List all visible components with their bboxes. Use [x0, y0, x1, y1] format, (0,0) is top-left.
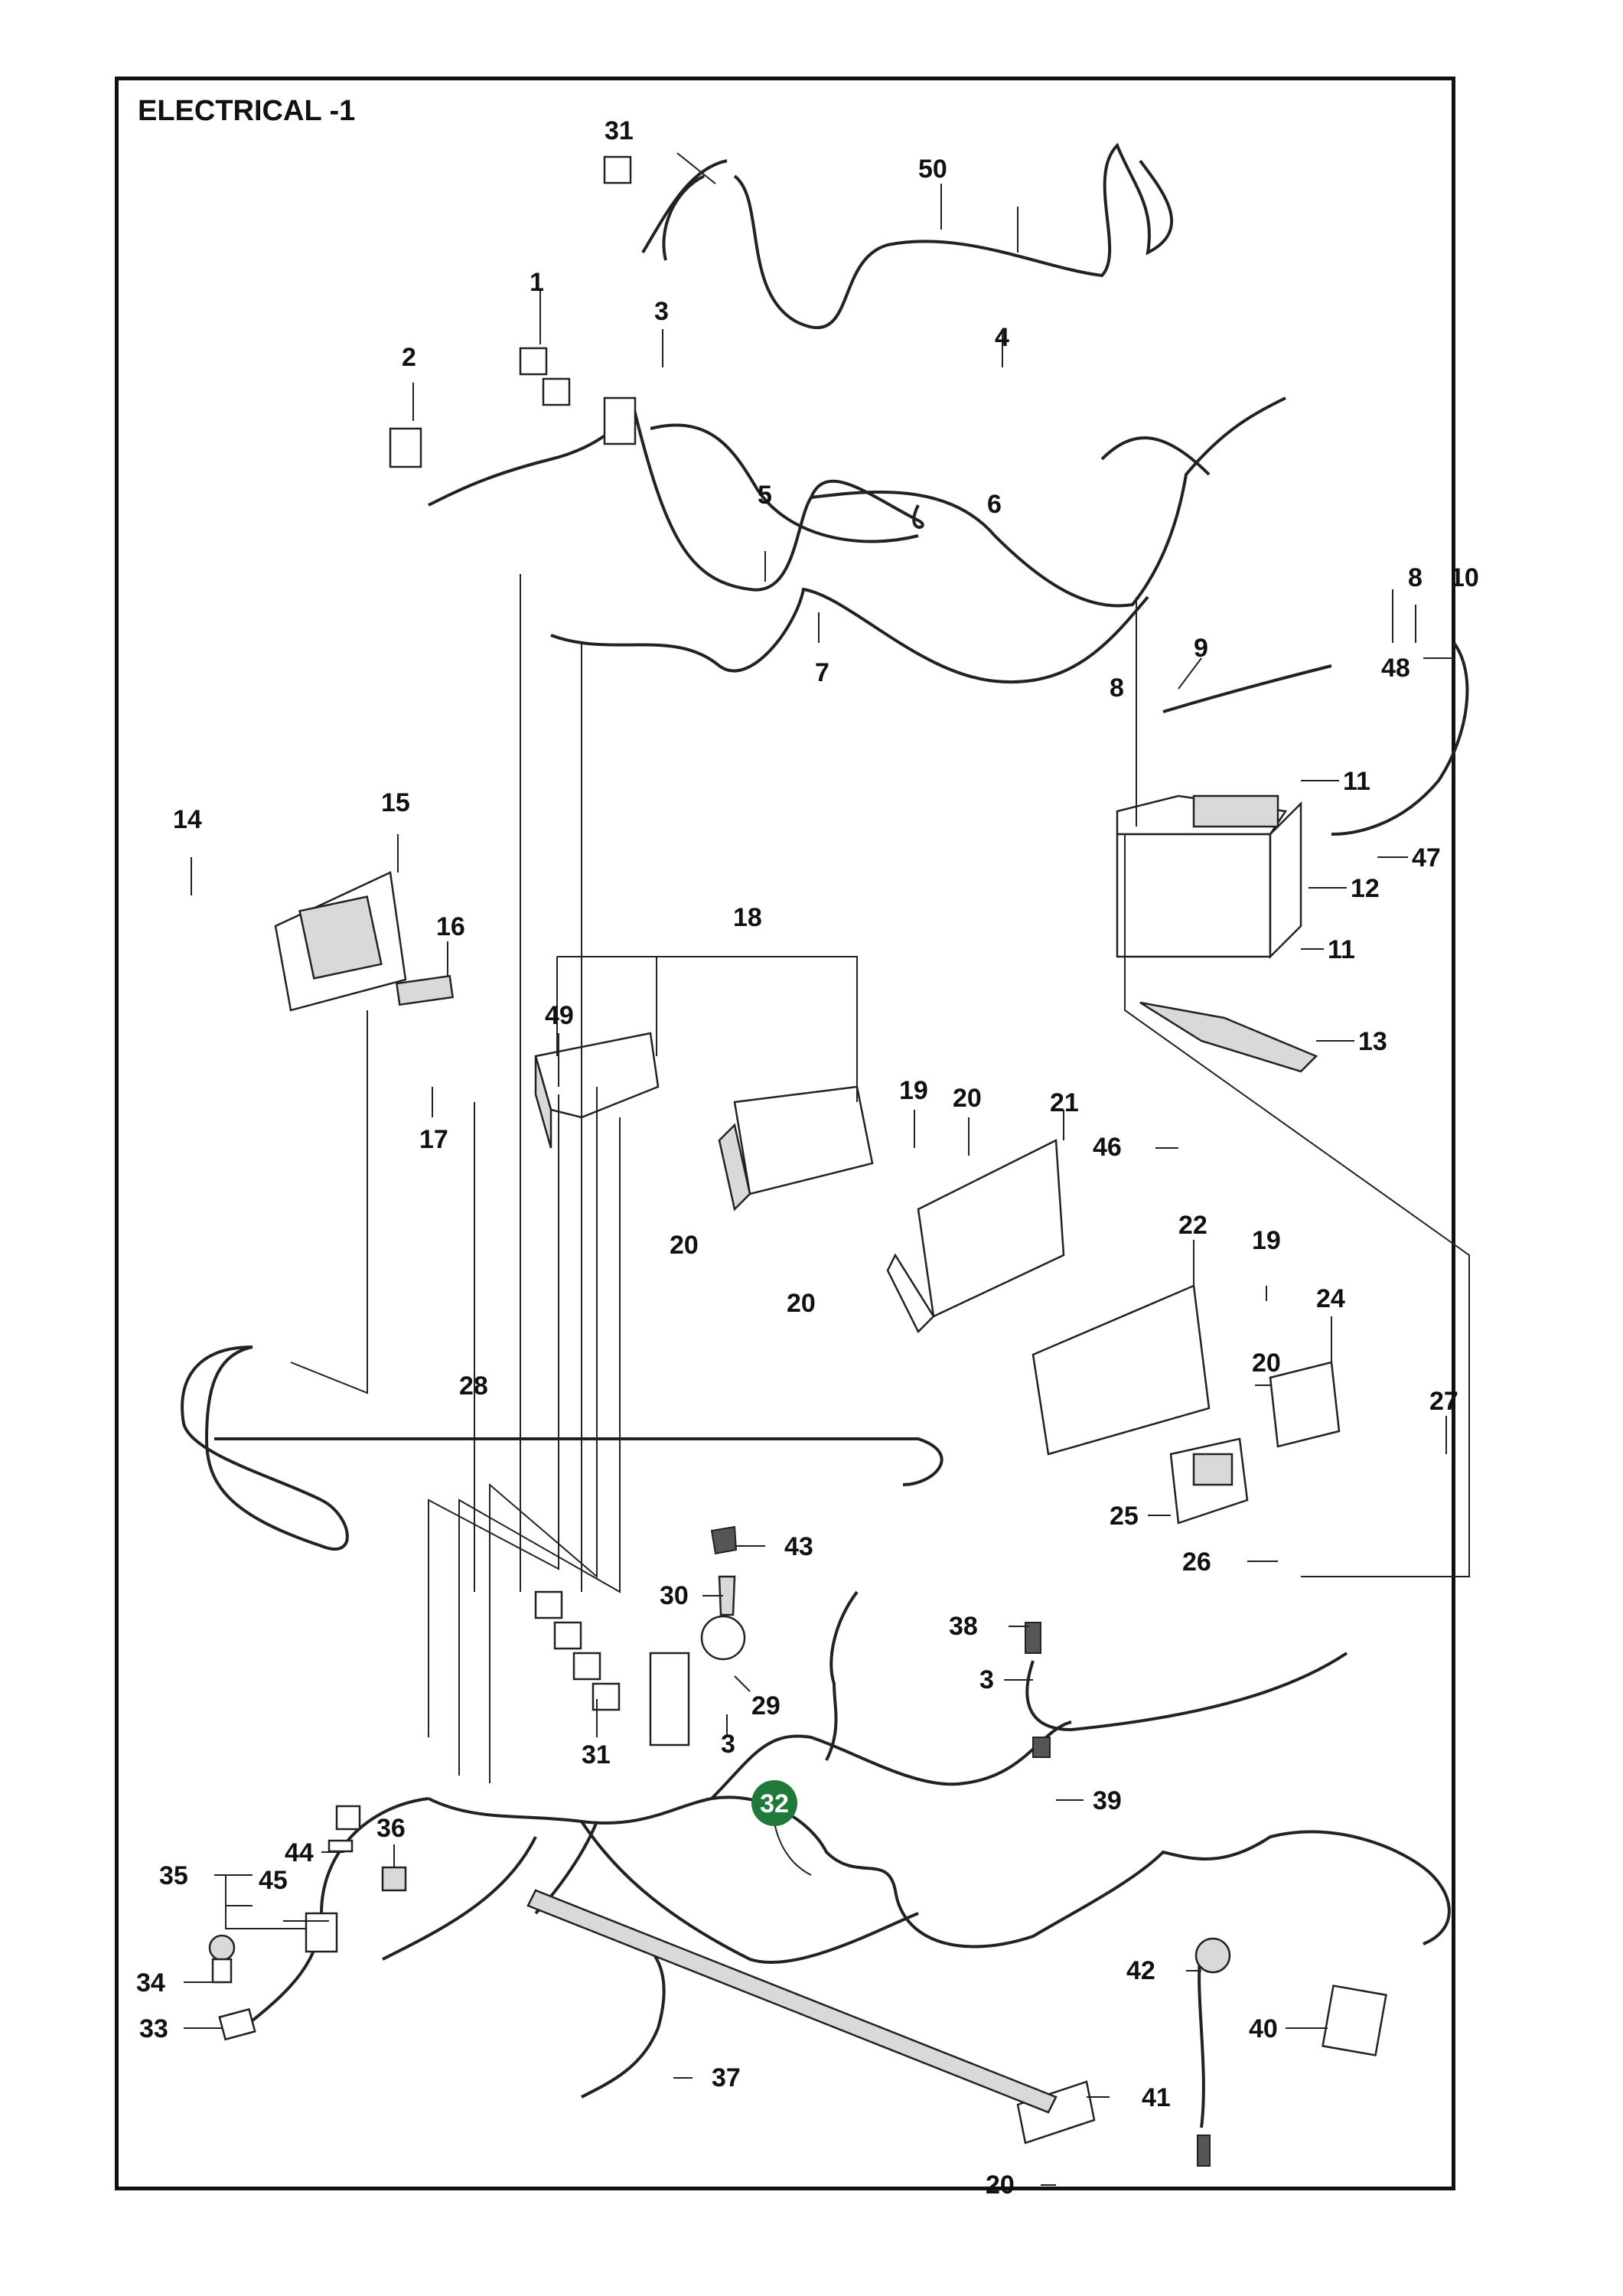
- callout-36: 36: [376, 1814, 406, 1843]
- cover-15: [274, 871, 407, 1012]
- callout-43: 43: [784, 1532, 813, 1561]
- highlight-badge: [751, 1780, 797, 1826]
- harness-7: [550, 587, 1149, 684]
- label-16: [395, 974, 455, 1006]
- callout-1: 1: [530, 268, 544, 297]
- callout-47: 47: [1412, 843, 1441, 872]
- callout-27: 27: [1429, 1387, 1458, 1416]
- callout-18: 18: [733, 903, 762, 932]
- callout-11b: 11: [1328, 935, 1355, 964]
- circuit-board-18: [534, 1032, 874, 1212]
- relay-31-top: [603, 155, 632, 184]
- module-25: [1169, 1437, 1249, 1525]
- callout-3c: 3: [979, 1665, 994, 1694]
- part-39: [1032, 1737, 1051, 1758]
- callout-11: 11: [1343, 767, 1370, 796]
- callout-25: 25: [1110, 1502, 1139, 1531]
- callout-12: 12: [1351, 874, 1380, 903]
- switch-30: [700, 1575, 746, 1661]
- callout-3b: 3: [721, 1730, 735, 1759]
- callout-24: 24: [1316, 1284, 1345, 1313]
- callout-6: 6: [987, 490, 1002, 519]
- bracket-22: [1031, 1284, 1211, 1456]
- diagram-title: ELECTRICAL -1: [138, 95, 356, 127]
- switch-34: [208, 1934, 236, 1984]
- callout-8: 8: [1408, 563, 1423, 592]
- callout-50: 50: [918, 155, 947, 184]
- harness-32: [251, 1590, 1451, 2022]
- callout-20d: 20: [1252, 1349, 1281, 1378]
- bezel-33: [218, 2007, 256, 2041]
- callout-28: 28: [459, 1371, 488, 1401]
- callout-33: 33: [139, 2014, 168, 2043]
- callout-22: 22: [1178, 1211, 1207, 1240]
- callout-10: 10: [1450, 563, 1479, 592]
- callout-19: 19: [899, 1076, 928, 1105]
- callout-39: 39: [1093, 1786, 1122, 1815]
- callout-48: 48: [1381, 654, 1410, 683]
- callout-16: 16: [436, 912, 465, 941]
- bracket-21: [886, 1139, 1065, 1334]
- sensor-42: [1194, 1937, 1231, 2167]
- leader-lines: [184, 152, 1470, 2186]
- callout-3: 3: [654, 297, 669, 326]
- fuse-holder-2: [389, 427, 422, 468]
- part-38: [1025, 1622, 1041, 1654]
- harness-9-10: [1025, 641, 1469, 1732]
- callout-34: 34: [136, 1968, 165, 1998]
- callout-21: 21: [1050, 1088, 1079, 1117]
- callout-20e: 20: [986, 2170, 1015, 2200]
- callout-9: 9: [1194, 634, 1208, 663]
- control-module-24: [1269, 1361, 1341, 1448]
- callout-38: 38: [949, 1612, 978, 1641]
- callout-8b: 8: [1110, 673, 1124, 703]
- callout-49: 49: [545, 1001, 574, 1030]
- relays-1: [519, 347, 637, 445]
- harness-5: [428, 396, 1286, 608]
- battery-12: [1116, 794, 1302, 960]
- callout-29: 29: [751, 1691, 781, 1720]
- callout-37: 37: [712, 2063, 741, 2092]
- callout-31: 31: [605, 116, 634, 145]
- harness-28: [181, 1345, 943, 1551]
- highlight-number: 32: [760, 1789, 789, 1818]
- callout-20b: 20: [670, 1231, 699, 1260]
- callout-17: 17: [419, 1125, 448, 1154]
- callout-13: 13: [1358, 1027, 1387, 1056]
- callout-15: 15: [381, 788, 410, 817]
- harness-50: [641, 142, 1174, 329]
- callout-2: 2: [402, 343, 416, 372]
- callout-20: 20: [953, 1084, 982, 1113]
- connector-41: [526, 1889, 1096, 2144]
- highlighted-callout-32[interactable]: 32: [751, 1780, 812, 1876]
- callout-19b: 19: [1252, 1226, 1281, 1255]
- callout-35: 35: [159, 1861, 188, 1890]
- key-44-45: [305, 1805, 361, 1953]
- callout-40: 40: [1249, 2014, 1278, 2043]
- diagram-frame: [115, 77, 1455, 2190]
- callout-5: 5: [758, 481, 772, 510]
- callout-7: 7: [815, 658, 829, 687]
- callouts: 31 50 1 3 2 4 5 6 7 8 10 9 48 8 11 47 12…: [136, 116, 1479, 2200]
- relays-31: [534, 1590, 690, 1746]
- callout-14: 14: [173, 805, 202, 834]
- callout-44: 44: [285, 1838, 314, 1867]
- callout-46: 46: [1093, 1133, 1122, 1162]
- callout-4: 4: [995, 323, 1009, 352]
- callout-45: 45: [259, 1866, 288, 1895]
- meter-40: [1322, 1985, 1387, 2056]
- callout-20c: 20: [787, 1289, 816, 1318]
- knob-43: [710, 1525, 738, 1555]
- callout-26: 26: [1182, 1548, 1211, 1577]
- battery-strap-13: [1139, 1001, 1318, 1073]
- callout-42: 42: [1126, 1956, 1155, 1985]
- callout-31b: 31: [582, 1740, 611, 1769]
- callout-41: 41: [1142, 2083, 1171, 2112]
- switch-36: [381, 1866, 407, 1892]
- callout-30: 30: [660, 1581, 689, 1610]
